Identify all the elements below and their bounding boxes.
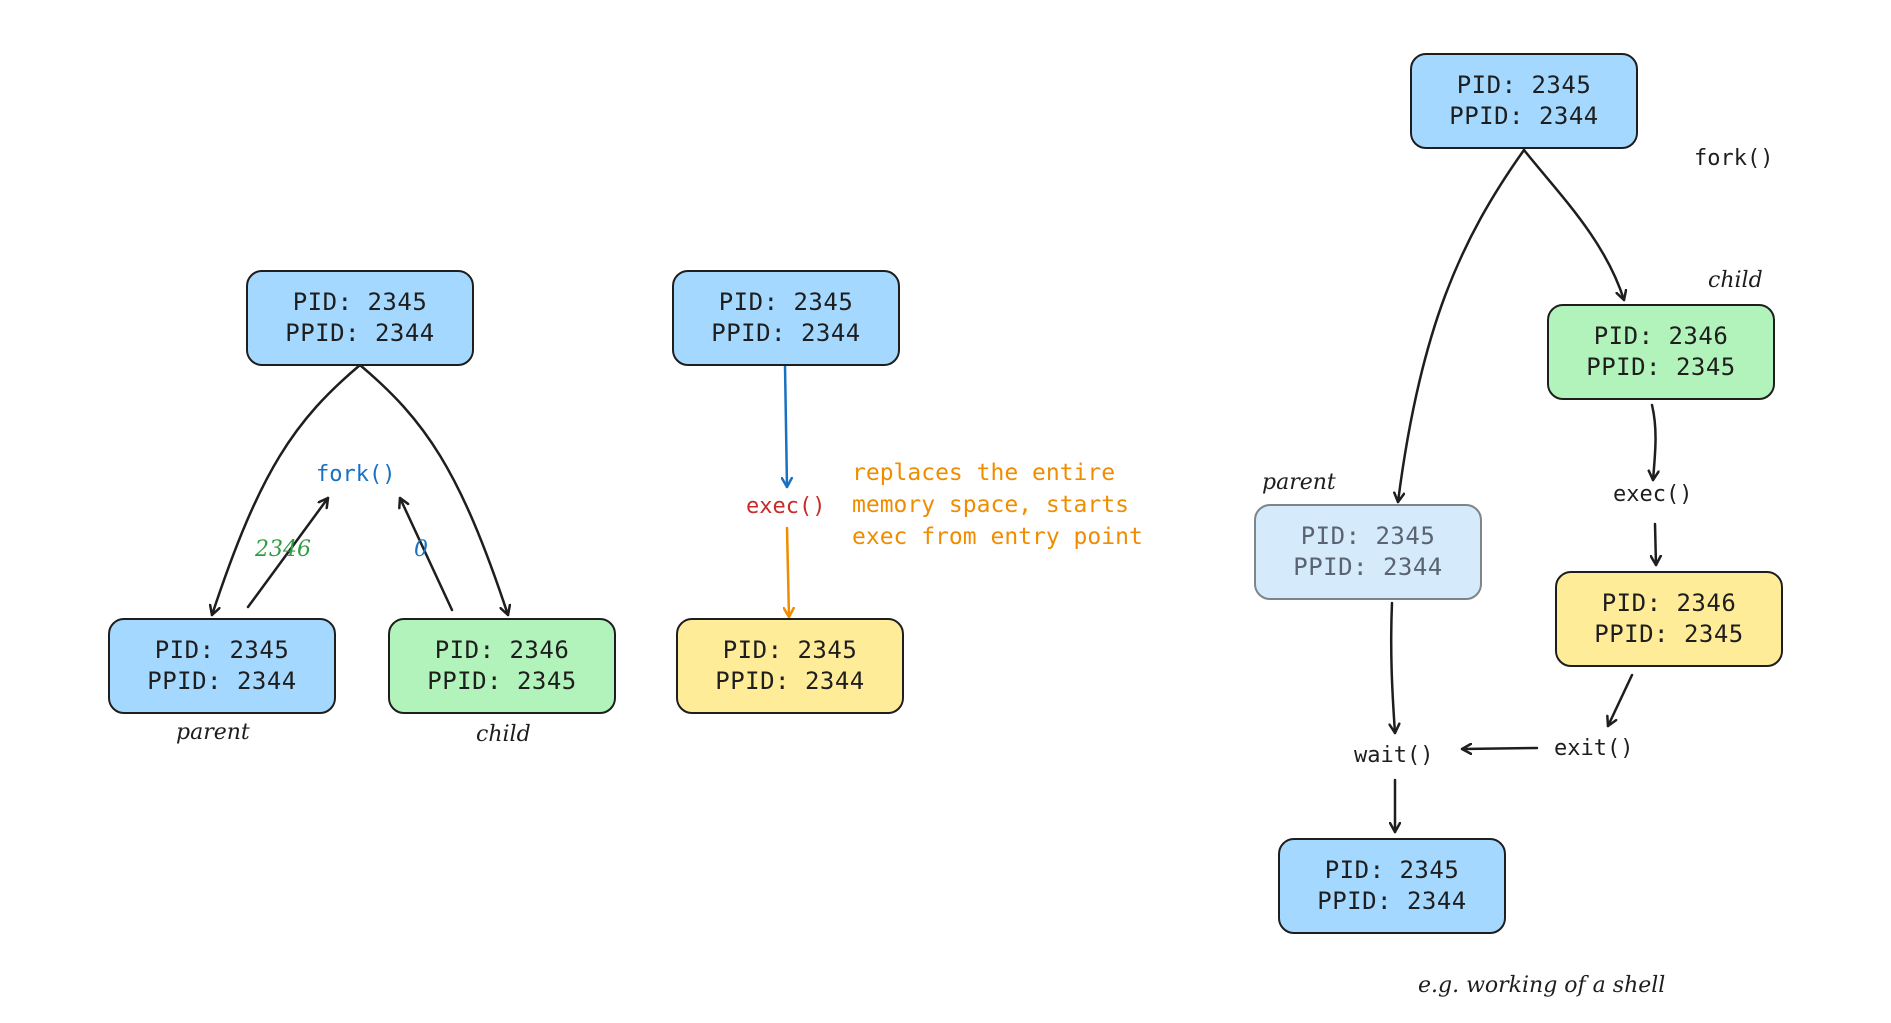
shell-child-to-exec-arrow (1652, 403, 1656, 482)
pid-text: PID: 2346 (434, 636, 570, 664)
exec-note-line: exec from entry point (852, 524, 1143, 550)
shell-child-label: child (1708, 268, 1763, 293)
shell-exec-to-box-arrow (1655, 522, 1656, 567)
shell-box-to-exit-arrow (1608, 673, 1634, 728)
exec-arrow-in (785, 363, 787, 489)
pid-text: PID: 2345 (154, 636, 290, 664)
parent-return-value: 2346 (255, 537, 311, 562)
parent-return-arrow (246, 496, 330, 609)
fork-right-child-box: PID: 2346 PPID: 2345 (388, 618, 616, 714)
pid-text: PID: 2345 (292, 288, 428, 316)
child-return-arrow (400, 496, 454, 612)
ppid-text: PPID: 2344 (711, 319, 861, 347)
ppid-text: PPID: 2344 (715, 667, 865, 695)
exec-after-box: PID: 2345 PPID: 2344 (676, 618, 904, 714)
shell-parent-to-wait-arrow (1391, 601, 1395, 735)
pid-text: PID: 2346 (1601, 589, 1737, 617)
exec-call-label: exec() (746, 494, 826, 519)
ppid-text: PPID: 2345 (1586, 353, 1736, 381)
shell-exit-label: exit() (1554, 736, 1634, 761)
shell-final-box: PID: 2345 PPID: 2344 (1278, 838, 1506, 934)
shell-parent-label: parent (1262, 470, 1336, 495)
parent-label: parent (176, 720, 250, 745)
fork-arrow-to-parent (212, 363, 362, 617)
pid-text: PID: 2345 (1300, 522, 1436, 550)
exec-note-line: memory space, starts (852, 492, 1129, 518)
fork-arrow-to-child (358, 363, 508, 617)
exec-arrow-out (787, 526, 789, 619)
exec-note-line: replaces the entire (852, 460, 1116, 486)
ppid-text: PPID: 2344 (147, 667, 297, 695)
fork-parent-process-box: PID: 2345 PPID: 2344 (246, 270, 474, 366)
fork-call-label: fork() (316, 462, 396, 487)
shell-fork-label: fork() (1694, 146, 1774, 171)
shell-exec-box: PID: 2346 PPID: 2345 (1555, 571, 1783, 667)
ppid-text: PPID: 2344 (285, 319, 435, 347)
fork-left-parent-box: PID: 2345 PPID: 2344 (108, 618, 336, 714)
shell-fork-to-child-arrow (1522, 148, 1624, 302)
pid-text: PID: 2345 (718, 288, 854, 316)
exec-note: replaces the entire memory space, starts… (852, 457, 1143, 553)
ppid-text: PPID: 2345 (427, 667, 577, 695)
shell-fork-to-parent-arrow (1398, 148, 1526, 504)
shell-exec-label: exec() (1613, 482, 1693, 507)
child-return-value: 0 (414, 537, 428, 562)
shell-top-process-box: PID: 2345 PPID: 2344 (1410, 53, 1638, 149)
ppid-text: PPID: 2345 (1594, 620, 1744, 648)
pid-text: PID: 2345 (722, 636, 858, 664)
shell-child-box: PID: 2346 PPID: 2345 (1547, 304, 1775, 400)
shell-exit-to-wait-arrow (1460, 748, 1539, 749)
shell-caption: e.g. working of a shell (1418, 973, 1666, 998)
ppid-text: PPID: 2344 (1449, 102, 1599, 130)
ppid-text: PPID: 2344 (1293, 553, 1443, 581)
shell-wait-label: wait() (1354, 743, 1434, 768)
pid-text: PID: 2345 (1456, 71, 1592, 99)
pid-text: PID: 2346 (1593, 322, 1729, 350)
child-label: child (476, 722, 531, 747)
shell-parent-box: PID: 2345 PPID: 2344 (1254, 504, 1482, 600)
pid-text: PID: 2345 (1324, 856, 1460, 884)
ppid-text: PPID: 2344 (1317, 887, 1467, 915)
exec-before-box: PID: 2345 PPID: 2344 (672, 270, 900, 366)
